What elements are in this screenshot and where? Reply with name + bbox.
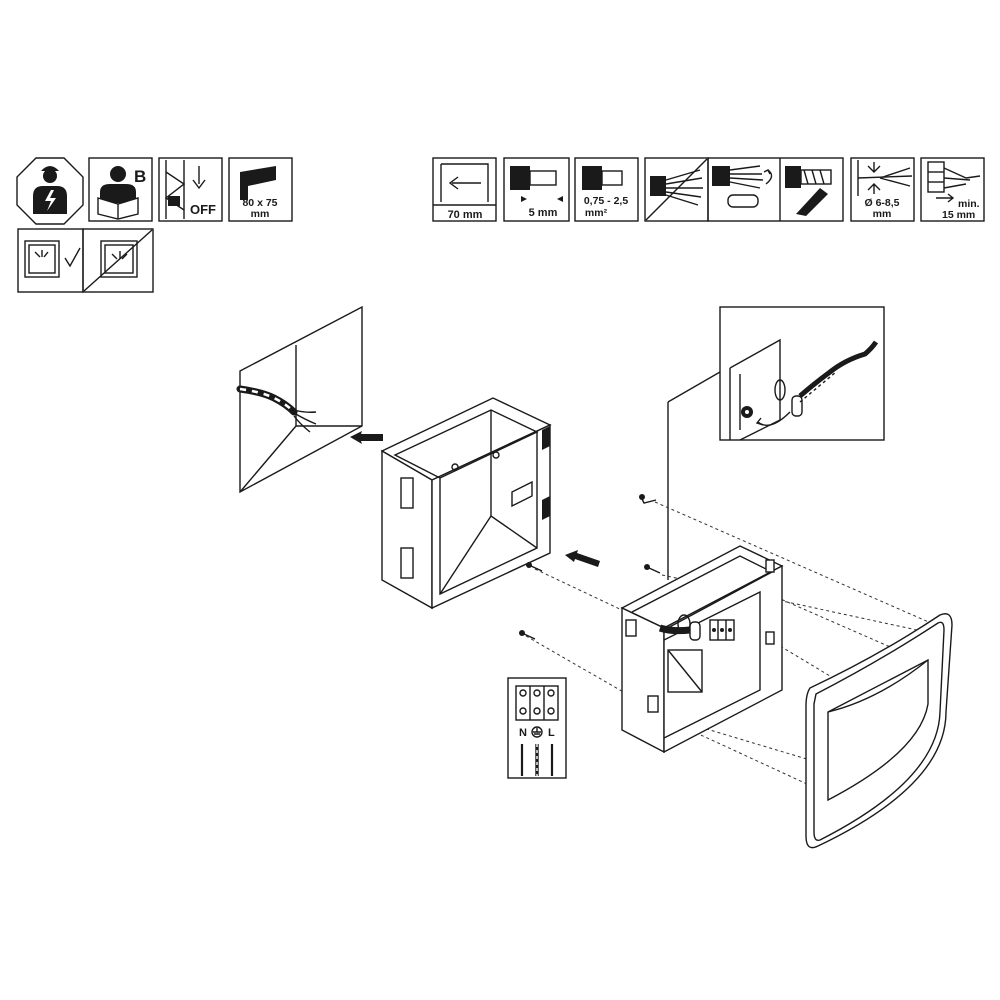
arrow-left-icon bbox=[565, 550, 600, 567]
ferrule-crimp-icon bbox=[707, 157, 844, 222]
section-unit: mm² bbox=[585, 207, 608, 219]
depth-label: 70 mm bbox=[448, 209, 483, 221]
screw-icon bbox=[519, 630, 536, 640]
non-flammable-surface-icon bbox=[17, 228, 84, 293]
box-size-label: 80 x 75 bbox=[242, 197, 277, 209]
length-label: min. bbox=[958, 198, 980, 210]
screw-icon bbox=[526, 562, 543, 572]
cable-unit: mm bbox=[873, 208, 892, 220]
manual-letter: B bbox=[134, 167, 146, 186]
power-off-icon: OFF bbox=[158, 157, 223, 222]
wire-cross-section-icon: 0,75 - 2,5 mm² bbox=[574, 157, 639, 222]
terminal-n-label: N bbox=[519, 727, 527, 739]
fixture-cover-plate bbox=[805, 613, 953, 849]
length-unit: 15 mm bbox=[942, 209, 975, 221]
cable-diameter-icon: Ø 6-8,5 mm bbox=[850, 157, 915, 222]
section-label: 0,75 - 2,5 bbox=[584, 195, 629, 207]
wire-strip-icon: 5 mm bbox=[503, 157, 570, 222]
cable-label: Ø 6-8,5 bbox=[864, 197, 899, 209]
min-conductor-length-icon: min. 15 mm bbox=[920, 157, 985, 222]
wall-cutout-with-cable bbox=[236, 305, 363, 494]
read-manual-icon: B bbox=[88, 157, 153, 222]
flammable-surface-prohibited-icon bbox=[82, 228, 154, 293]
light-fixture-body bbox=[620, 545, 784, 754]
cable-gland-detail bbox=[719, 306, 885, 441]
screw-icon bbox=[639, 494, 657, 504]
terminal-l-label: L bbox=[548, 727, 555, 739]
insertion-depth-icon: 70 mm bbox=[432, 157, 497, 222]
arrow-left-icon bbox=[350, 431, 383, 444]
stranded-wire-prohibited-icon bbox=[644, 157, 709, 222]
power-off-label: OFF bbox=[190, 202, 216, 217]
mounting-box-icon: 80 x 75 mm bbox=[228, 157, 293, 222]
flush-mounting-box bbox=[380, 397, 552, 610]
terminal-block-wiring: N L bbox=[507, 677, 567, 779]
box-unit-label: mm bbox=[251, 208, 270, 220]
screw-icon bbox=[644, 564, 661, 574]
strip-label: 5 mm bbox=[529, 207, 558, 219]
electrician-icon bbox=[16, 157, 84, 225]
